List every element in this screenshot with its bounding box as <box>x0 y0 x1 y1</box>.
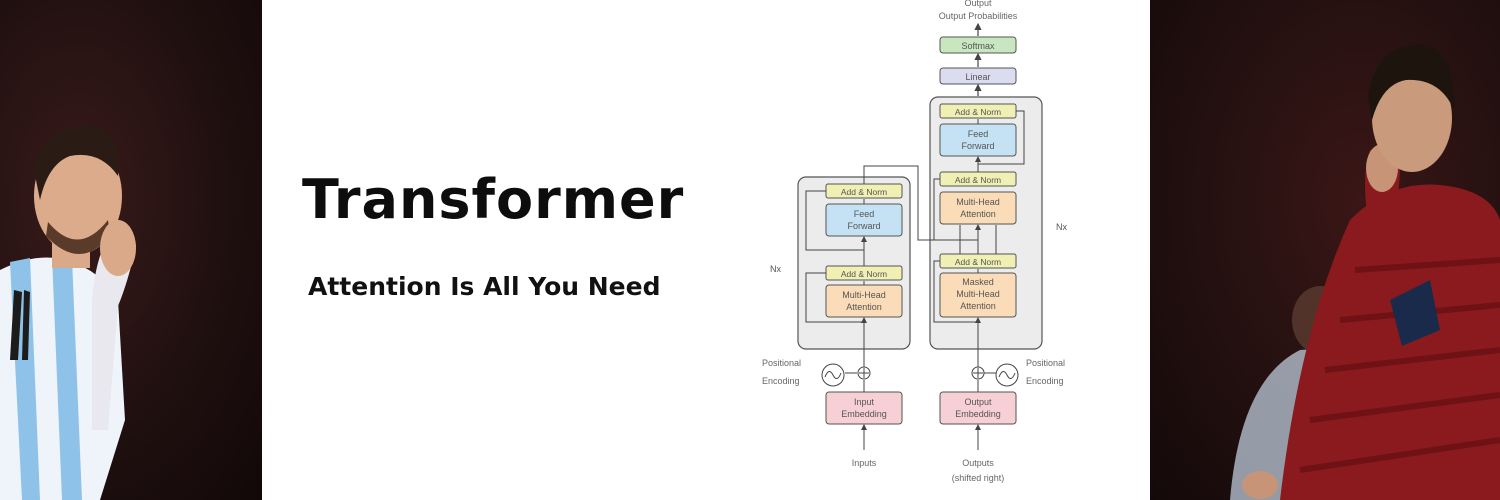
masked-label-1: Masked <box>962 277 994 287</box>
banner-title: Transformer <box>302 168 685 231</box>
masked-label-2: Multi-Head <box>956 289 1000 299</box>
decoder-ff-label-2: Forward <box>961 141 994 151</box>
encoder-block <box>797 176 911 350</box>
decoder-mha-label-1: Multi-Head <box>956 197 1000 207</box>
decoder-ff-label-1: Feed <box>968 129 989 139</box>
decoder-nx-label: Nx <box>1056 222 1067 232</box>
input-embedding-label-2: Embedding <box>841 409 887 419</box>
encoder-add-norm-1-label: Add & Norm <box>841 269 887 279</box>
decoder-add-norm-1-label: Add & Norm <box>955 257 1001 267</box>
center-panel: Transformer Attention Is All You Need <box>262 0 1150 500</box>
right-player-illustration <box>1230 44 1500 500</box>
decoder-positional-label-1: Positional <box>1026 358 1065 368</box>
encoder-positional-label-2: Encoding <box>762 376 800 386</box>
output-probabilities-label: Output Probabilities <box>939 11 1018 21</box>
encoder-add-norm-2-label: Add & Norm <box>841 187 887 197</box>
output-embedding-label-2: Embedding <box>955 409 1001 419</box>
encoder-ff-label-1: Feed <box>854 209 875 219</box>
decoder-add-norm-3-label: Add & Norm <box>955 107 1001 117</box>
right-player-photo <box>1150 0 1500 500</box>
left-player-photo <box>0 0 262 500</box>
decoder-add-norm-2-label: Add & Norm <box>955 175 1001 185</box>
linear-label: Linear <box>965 72 990 82</box>
output-embedding-label-1: Output <box>964 397 992 407</box>
input-embedding-label-1: Input <box>854 397 875 407</box>
masked-label-3: Attention <box>960 301 996 311</box>
encoder-nx-label: Nx <box>770 264 781 274</box>
softmax-box <box>939 36 1017 54</box>
left-player-illustration <box>0 125 136 500</box>
encoder-mha-label-2: Attention <box>846 302 882 312</box>
softmax-label: Softmax <box>961 41 995 51</box>
linear-box <box>939 67 1017 85</box>
inputs-label: Inputs <box>852 458 877 468</box>
outputs-label-2: (shifted right) <box>952 473 1005 483</box>
outputs-label-1: Outputs <box>962 458 994 468</box>
banner-subtitle: Attention Is All You Need <box>308 272 661 301</box>
encoder-positional-label-1: Positional <box>762 358 801 368</box>
transformer-architecture-diagram: Output Output Probabilities Softmax Line… <box>762 0 1067 483</box>
output-probabilities-label-1: Output <box>964 0 992 8</box>
decoder-positional-label-2: Encoding <box>1026 376 1064 386</box>
encoder-ff-label-2: Forward <box>847 221 880 231</box>
decoder-mha-label-2: Attention <box>960 209 996 219</box>
encoder-mha-label-1: Multi-Head <box>842 290 886 300</box>
